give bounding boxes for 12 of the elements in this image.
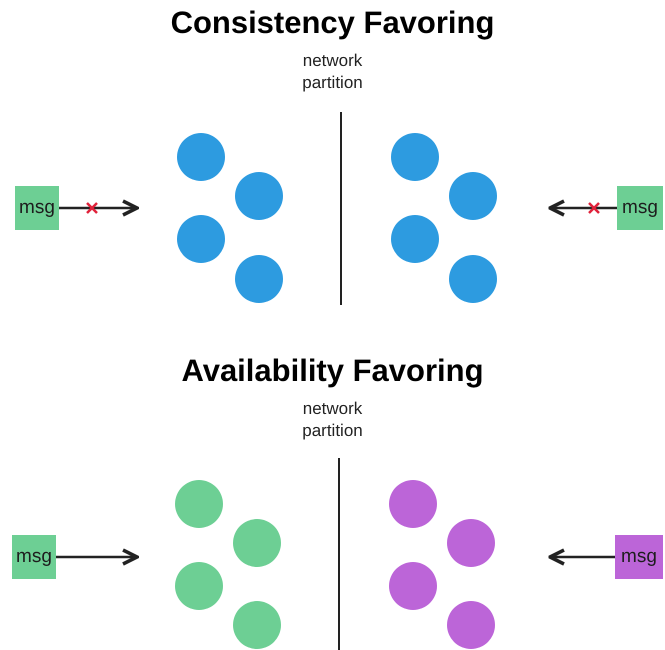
message-box: msg [617,186,663,230]
arrow [548,548,615,566]
message-box: msg [12,535,56,579]
arrow [56,548,139,566]
partition-label: network partition [301,398,364,442]
arrow [59,199,139,217]
section-title: Availability Favoring [181,352,484,390]
section-title: Consistency Favoring [170,4,494,42]
arrow [548,199,617,217]
message-box: msg [15,186,59,230]
message-box: msg [615,535,663,579]
partition-label: network partition [301,50,364,94]
